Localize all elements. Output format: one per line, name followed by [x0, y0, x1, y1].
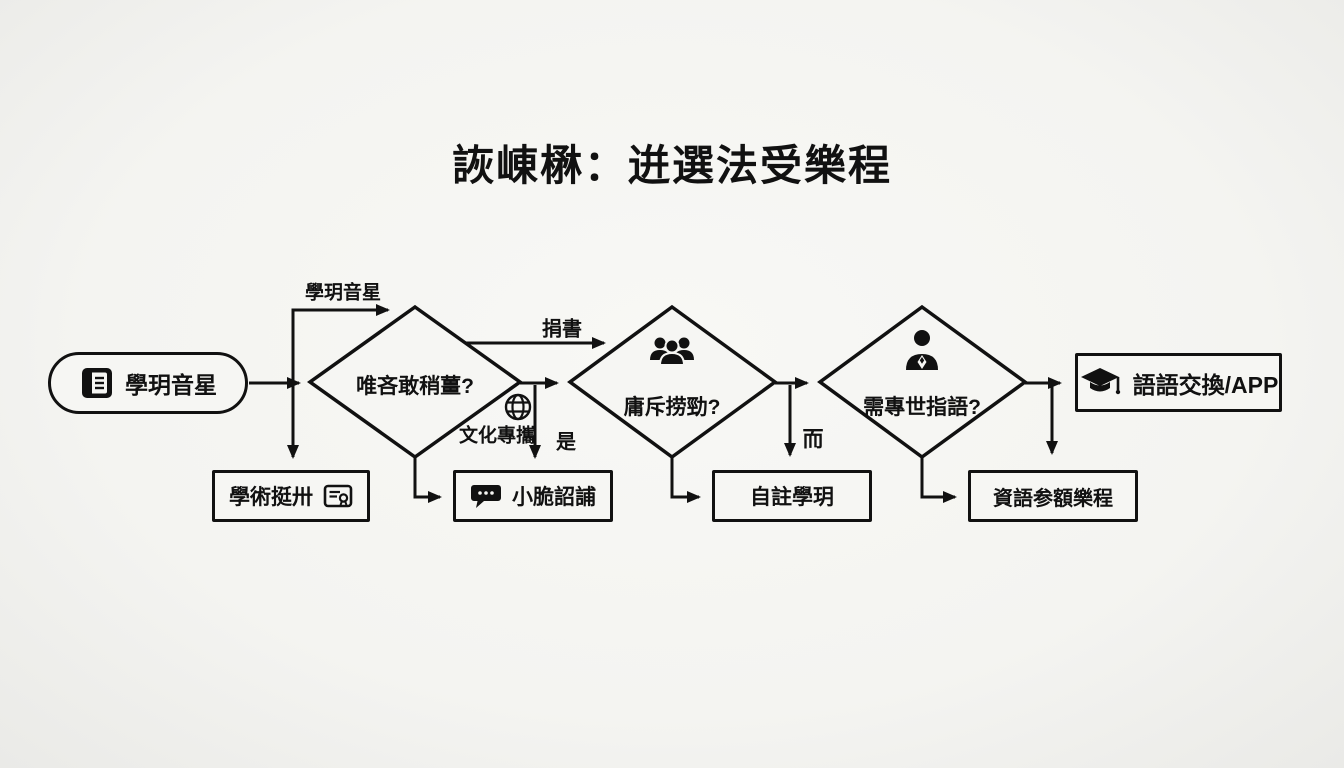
globe-icon	[503, 392, 533, 422]
decision3-label: 需專世指語?	[863, 396, 981, 419]
book-icon	[79, 365, 115, 401]
start-node-label: 學玥音星	[125, 372, 217, 398]
graduation-cap-icon	[1079, 366, 1123, 400]
start-node: 學玥音星	[48, 352, 248, 414]
edge-start-branch-up	[291, 304, 390, 383]
edge-decision3-bottom-to-resources	[920, 458, 957, 503]
decision3-diamond	[817, 304, 1028, 460]
edge-label-culture: 文化專攜	[458, 425, 536, 447]
edge-decision1-bottom-to-conversation	[413, 458, 442, 503]
outcome-conversation-label: 小脆詔誧	[512, 486, 596, 509]
outcome-resources-label: 資語参額樂程	[993, 487, 1113, 510]
outcome-academic: 學術挺卅	[212, 470, 370, 522]
page-title: 詼崠楙：逬選法受樂程	[451, 142, 892, 189]
certificate-icon	[323, 483, 353, 509]
person-icon	[902, 328, 942, 372]
outcome-academic-label: 學術挺卅	[229, 486, 313, 509]
decision2-diamond	[567, 304, 778, 460]
edge-label-yes: 是	[556, 431, 576, 454]
end-node-label: 語語交換/APP	[1132, 371, 1279, 398]
edge-decision2-bottom-to-selfstudy	[670, 458, 701, 503]
speech-bubble-icon	[470, 482, 502, 510]
edge-label-er: 而	[802, 428, 824, 451]
edge-label-start-up: 學玥音星	[304, 282, 382, 304]
decision1-label: 唯吝敢稍薑?	[356, 375, 474, 398]
edge-label-bypass: 捐書	[542, 318, 582, 341]
outcome-conversation: 小脆詔誧	[453, 470, 613, 522]
decision2-label: 庸斥捞勁?	[623, 396, 721, 419]
group-icon	[646, 334, 698, 368]
outcome-resources: 資語参額樂程	[968, 470, 1138, 522]
decision1-diamond	[306, 304, 524, 460]
outcome-selfstudy: 自註學玥	[712, 470, 872, 522]
outcome-selfstudy-label: 自註學玥	[750, 486, 834, 509]
end-node: 語語交換/APP	[1075, 353, 1282, 412]
